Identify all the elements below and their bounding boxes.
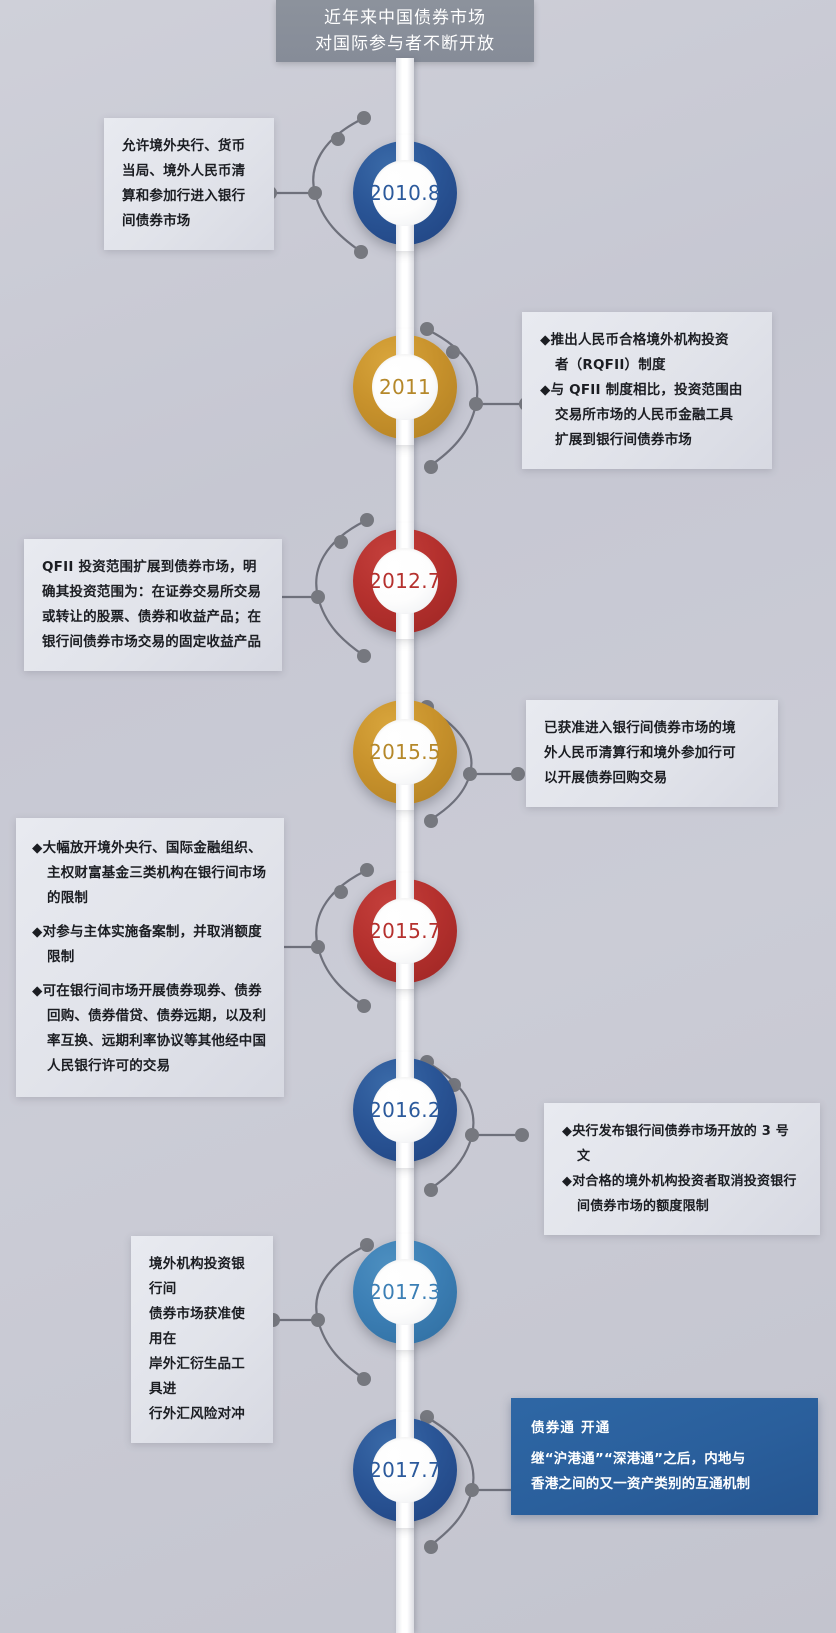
node-year-label: 2012.7 — [369, 569, 441, 593]
card-line: 确其投资范围为：在证券交易所交易 — [42, 584, 262, 600]
card-line: 间债券市场 — [122, 213, 191, 229]
event-card-2017-3: 境外机构投资银行间 债券市场获准使用在 岸外汇衍生品工具进 行外汇风险对冲 — [131, 1236, 273, 1443]
timeline-node-2017-7[interactable]: 2017.7 — [353, 1412, 457, 1528]
card-line: 银行间债券市场交易的固定收益产品 — [42, 634, 262, 650]
card-line: ◆大幅放开境外央行、国际金融组织、 — [32, 840, 262, 856]
card-line: ◆央行发布银行间债券市场开放的 3 号文 — [562, 1124, 789, 1164]
card-line: 允许境外央行、货币 — [122, 138, 246, 154]
card-line: 岸外汇衍生品工具进 — [149, 1356, 245, 1397]
card-line: 者（RQFII）制度 — [555, 357, 666, 373]
card-line: 人民银行许可的交易 — [47, 1058, 171, 1074]
page-title: 近年来中国债券市场 对国际参与者不断开放 — [276, 0, 534, 62]
card-line: 扩展到银行间债券市场 — [555, 432, 692, 448]
timeline-node-2016-2[interactable]: 2016.2 — [353, 1052, 457, 1168]
card-line: 的限制 — [47, 890, 89, 906]
node-year-label: 2015.7 — [369, 919, 441, 943]
node-center: 2012.7 — [369, 548, 441, 614]
event-card-2012-7: QFII 投资范围扩展到债券市场，明 确其投资范围为：在证券交易所交易 或转让的… — [24, 539, 282, 671]
event-card-2015-7: ◆大幅放开境外央行、国际金融组织、 主权财富基金三类机构在银行间市场 的限制 ◆… — [16, 818, 284, 1097]
card-line: 已获准进入银行间债券市场的境 — [544, 720, 736, 736]
node-year-label: 2010.8 — [369, 181, 441, 205]
card-line: 间债券市场的额度限制 — [577, 1199, 710, 1214]
card-heading: 债券通 开通 — [531, 1420, 611, 1436]
node-center: 2011 — [372, 354, 438, 420]
card-line: ◆与 QFII 制度相比，投资范围由 — [540, 382, 743, 398]
card-line: ◆推出人民币合格境外机构投资 — [540, 332, 729, 348]
event-card-2016-2: ◆央行发布银行间债券市场开放的 3 号文 ◆对合格的境外机构投资者取消投资银行 … — [544, 1103, 820, 1235]
card-line: 香港之间的又一资产类别的互通机制 — [531, 1476, 751, 1492]
card-line: 回购、债券借贷、债券远期，以及利 — [47, 1008, 267, 1024]
connector-2017-3 — [266, 1238, 374, 1386]
event-card-2010-8: 允许境外央行、货币 当局、境外人民币清 算和参加行进入银行 间债券市场 — [104, 118, 274, 250]
event-card-2011: ◆推出人民币合格境外机构投资 者（RQFII）制度 ◆与 QFII 制度相比，投… — [522, 312, 772, 469]
card-line: 算和参加行进入银行 — [122, 188, 246, 204]
card-line: 行外汇风险对冲 — [149, 1406, 245, 1422]
card-line: 以开展债券回购交易 — [544, 770, 668, 786]
node-year-label: 2017.3 — [369, 1280, 441, 1304]
card-line: ◆对参与主体实施备案制，并取消额度 — [32, 924, 262, 940]
card-line: ◆可在银行间市场开展债券现券、债券 — [32, 983, 262, 999]
timeline-node-2017-3[interactable]: 2017.3 — [353, 1234, 457, 1350]
timeline-node-2011[interactable]: 2011 — [353, 329, 457, 445]
node-center: 2010.8 — [369, 160, 441, 226]
page-title-line-2: 对国际参与者不断开放 — [315, 34, 495, 54]
card-line: 境外机构投资银行间 — [149, 1256, 245, 1297]
node-center: 2016.2 — [369, 1077, 441, 1143]
node-center: 2017.7 — [369, 1437, 441, 1503]
node-center: 2015.7 — [369, 898, 441, 964]
node-center: 2015.5 — [369, 719, 441, 785]
timeline-node-2015-7[interactable]: 2015.7 — [353, 873, 457, 989]
timeline-node-2012-7[interactable]: 2012.7 — [353, 523, 457, 639]
card-line: 限制 — [47, 949, 75, 965]
event-card-2017-7: 债券通 开通 继“沪港通”“深港通”之后，内地与 香港之间的又一资产类别的互通机… — [511, 1398, 818, 1515]
timeline-spine — [396, 58, 414, 1633]
card-line: 主权财富基金三类机构在银行间市场 — [47, 865, 267, 881]
card-line: 债券市场获准使用在 — [149, 1306, 245, 1347]
card-line: 继“沪港通”“深港通”之后，内地与 — [531, 1451, 746, 1467]
card-line: 交易所市场的人民币金融工具 — [555, 407, 734, 423]
node-year-label: 2016.2 — [369, 1098, 441, 1122]
card-line: ◆对合格的境外机构投资者取消投资银行 — [562, 1174, 797, 1189]
node-year-label: 2011 — [378, 375, 432, 399]
node-year-label: 2015.5 — [369, 740, 441, 764]
card-line: 或转让的股票、债券和收益产品；在 — [42, 609, 262, 625]
card-line: QFII 投资范围扩展到债券市场，明 — [42, 559, 257, 575]
card-line: 当局、境外人民币清 — [122, 163, 246, 179]
card-line: 率互换、远期利率协议等其他经中国 — [47, 1033, 267, 1049]
page-title-line-1: 近年来中国债券市场 — [324, 8, 486, 28]
timeline-node-2015-5[interactable]: 2015.5 — [353, 694, 457, 810]
event-card-2015-5: 已获准进入银行间债券市场的境 外人民币清算行和境外参加行可 以开展债券回购交易 — [526, 700, 778, 807]
node-year-label: 2017.7 — [369, 1458, 441, 1482]
card-line: 外人民币清算行和境外参加行可 — [544, 745, 736, 761]
timeline-node-2010-8[interactable]: 2010.8 — [353, 135, 457, 251]
node-center: 2017.3 — [369, 1259, 441, 1325]
